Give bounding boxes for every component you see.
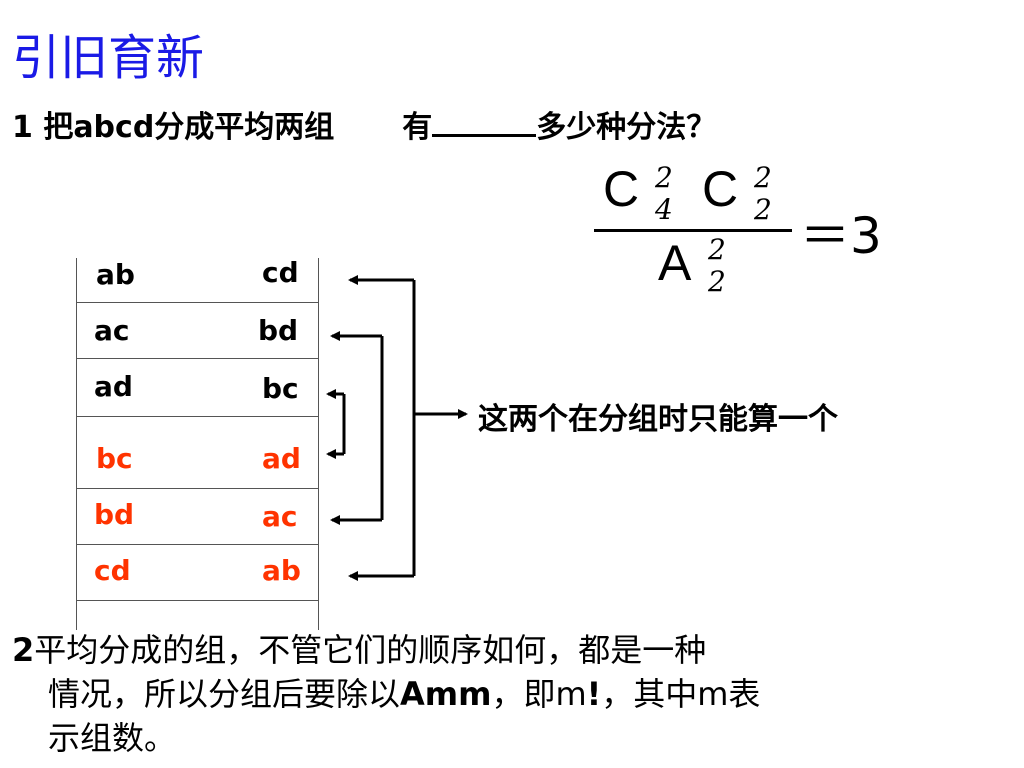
row-divider	[76, 488, 318, 489]
formula-a: A	[658, 235, 692, 291]
question-2-factorial: !	[586, 675, 602, 713]
row-3-left: ad	[94, 370, 133, 403]
table-right-border	[318, 258, 319, 630]
formula-a-sup: 2	[708, 233, 726, 266]
slide-title: 引旧育新	[12, 30, 205, 86]
row-6-right: ab	[262, 554, 301, 587]
row-6-left: cd	[94, 554, 131, 587]
question-2-amm: Amm	[400, 675, 492, 713]
question-2-text-2: 情况，所以分组后要除以	[48, 675, 401, 713]
row-divider	[76, 544, 318, 545]
row-5-right: ac	[262, 500, 298, 533]
row-5-left: bd	[94, 498, 135, 531]
question-2-number: 2	[12, 631, 35, 669]
formula-a-sub: 2	[708, 265, 726, 298]
row-4-left: bc	[96, 442, 133, 475]
row-1-left: ab	[96, 258, 135, 291]
question-2-line-3: 示组数。	[48, 719, 177, 757]
fraction-bar	[594, 229, 792, 232]
question-2-line-2: 情况，所以分组后要除以Amm，即m!，其中m表	[12, 672, 1012, 716]
row-divider	[76, 416, 318, 417]
formula-c2: C	[702, 161, 739, 217]
question-2-line-1: 2平均分成的组，不管它们的顺序如何，都是一种	[12, 628, 1012, 672]
formula-c1-sup: 2	[655, 161, 673, 194]
row-2-right: bd	[258, 314, 299, 347]
row-divider	[76, 600, 318, 601]
question-2-text-3: ，即m	[491, 675, 587, 713]
question-1-ask: 多少种分法？	[536, 110, 717, 145]
question-2-text-1: 平均分成的组，不管它们的顺序如何，都是一种	[34, 631, 707, 669]
row-4-right: ad	[262, 442, 301, 475]
formula-c2-sup: 2	[754, 161, 772, 194]
row-divider	[76, 302, 318, 303]
row-divider	[76, 358, 318, 359]
question-2: 2平均分成的组，不管它们的顺序如何，都是一种 情况，所以分组后要除以Amm，即m…	[12, 628, 1012, 760]
row-2-left: ac	[94, 314, 130, 347]
row-1-right: cd	[262, 256, 299, 289]
formula-c1-sub: 4	[655, 193, 673, 226]
question-1: 1 把abcd分成平均两组 有 多少种分法？	[12, 102, 716, 146]
formula-result: ＝3	[800, 207, 882, 265]
formula-c2-sub: 2	[754, 193, 772, 226]
row-3-right: bc	[262, 372, 299, 405]
note-text: 这两个在分组时只能算一个	[478, 402, 838, 437]
table-left-border	[76, 258, 77, 630]
question-1-you: 有	[402, 110, 433, 145]
answer-blank	[432, 108, 537, 137]
question-1-text: 1 把abcd分成平均两组	[12, 110, 335, 145]
formula-c1: C	[603, 161, 640, 217]
question-2-text-4: ，其中m表	[601, 675, 761, 713]
